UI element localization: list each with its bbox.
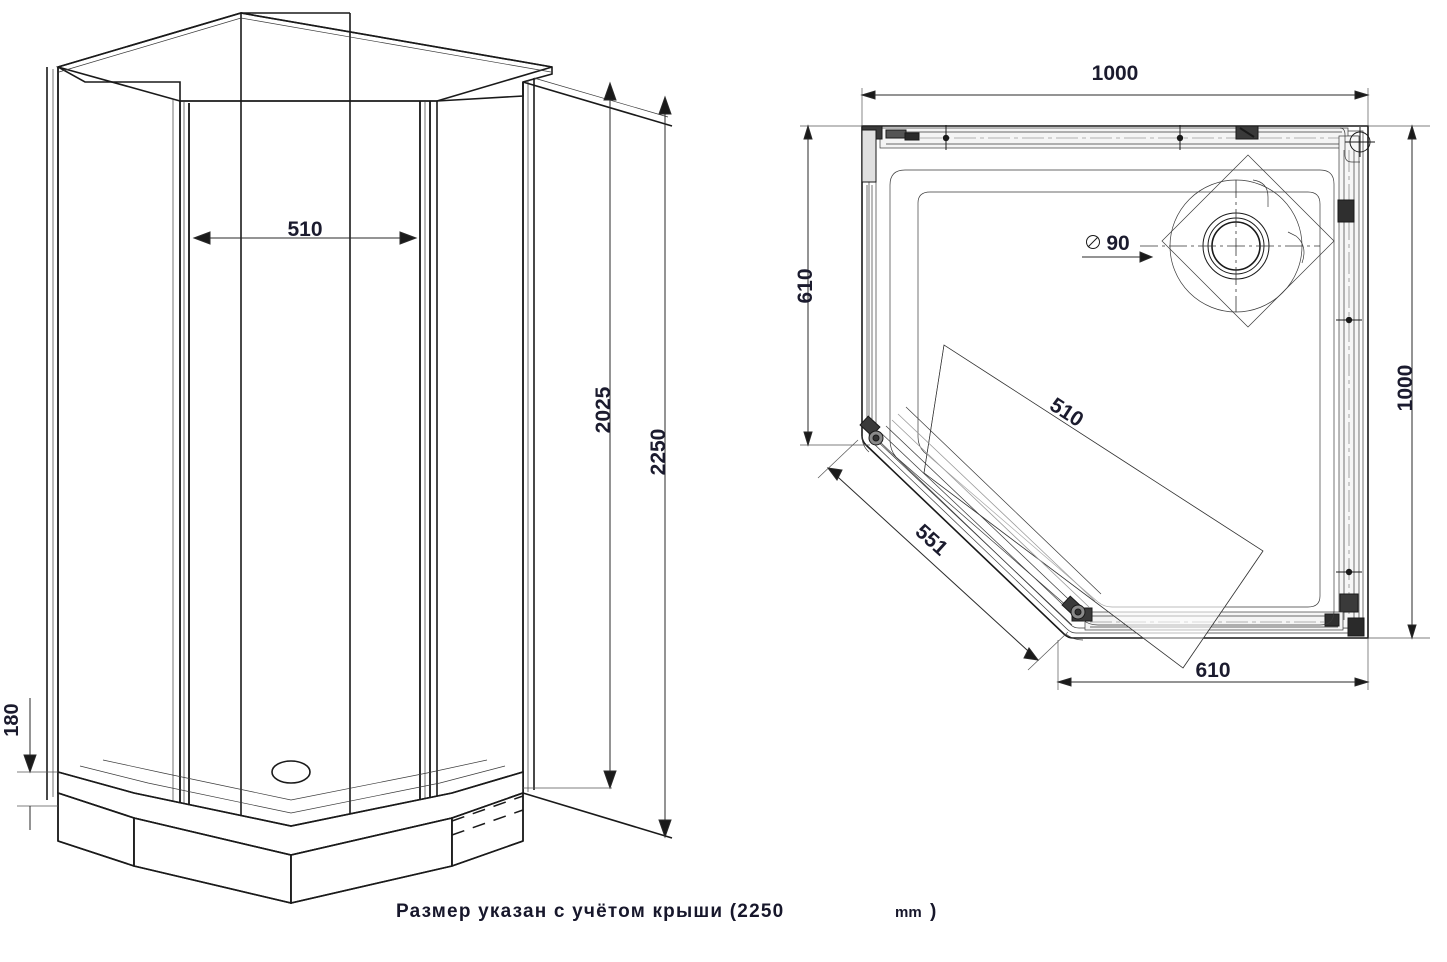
- plan-post-left: [861, 129, 877, 432]
- dimension-plan-bottom-610: 610: [1056, 638, 1370, 690]
- frame-post-right: [522, 78, 535, 793]
- dimension-iso-2025: 2025: [523, 81, 617, 790]
- door-panel-front: [188, 101, 421, 815]
- drawing-caption: Размер указан с учётом крыши (2250 mm ): [396, 901, 938, 922]
- shower-tray: [57, 759, 524, 905]
- caption-close-paren: ): [930, 901, 938, 922]
- plan-view: 1000 1000 610: [794, 62, 1430, 690]
- iso-dim-180-label: 180: [1, 703, 23, 736]
- corner-mounting-hole: [1339, 127, 1375, 163]
- dimension-iso-510: 510: [192, 218, 418, 245]
- glass-panel-right: [429, 82, 524, 811]
- plan-dim-right-1000-label: 1000: [1394, 365, 1417, 412]
- plan-dim-left-610-label: 610: [794, 268, 817, 303]
- plan-dim-top-1000-label: 1000: [1092, 62, 1139, 85]
- hinge-top: [859, 415, 884, 446]
- hinge-bottom: [1061, 595, 1086, 620]
- dimension-plan-left-610: 610: [794, 124, 870, 447]
- caption-unit: mm: [895, 904, 922, 921]
- glass-panel-left: [57, 67, 181, 811]
- rail-tick-marks: [942, 125, 1184, 150]
- ground-reference-lines: [522, 77, 673, 839]
- drain-assembly: [1140, 154, 1335, 328]
- door-rail-top: [861, 125, 1349, 150]
- dimension-drain-90: 90: [1082, 232, 1154, 263]
- plan-dim-bottom-610-label: 610: [1195, 659, 1230, 682]
- iso-dim-2025-label: 2025: [592, 386, 615, 433]
- frame-post-left: [46, 67, 59, 800]
- dimension-iso-180: 180: [1, 698, 58, 830]
- frame-post-center-left: [179, 101, 190, 813]
- diagonal-frame: [859, 406, 1102, 641]
- dimension-plan-top-1000: 1000: [860, 62, 1370, 126]
- isometric-view: 510 2025 2250: [1, 12, 673, 905]
- iso-dim-510-label: 510: [287, 218, 322, 241]
- roof-top-face: [55, 12, 553, 102]
- door-rail-right: [1336, 135, 1365, 637]
- plan-dim-diagonal-551-label: 551: [911, 520, 953, 561]
- frame-post-center-right: [419, 101, 431, 813]
- caption-text: Размер указан с учётом крыши (2250: [396, 901, 784, 922]
- dimension-iso-2250: 2250: [647, 95, 672, 839]
- dimension-plan-right-1000: 1000: [1368, 124, 1430, 640]
- drain-diameter-label: 90: [1106, 232, 1129, 255]
- iso-dim-2250-label: 2250: [647, 429, 670, 476]
